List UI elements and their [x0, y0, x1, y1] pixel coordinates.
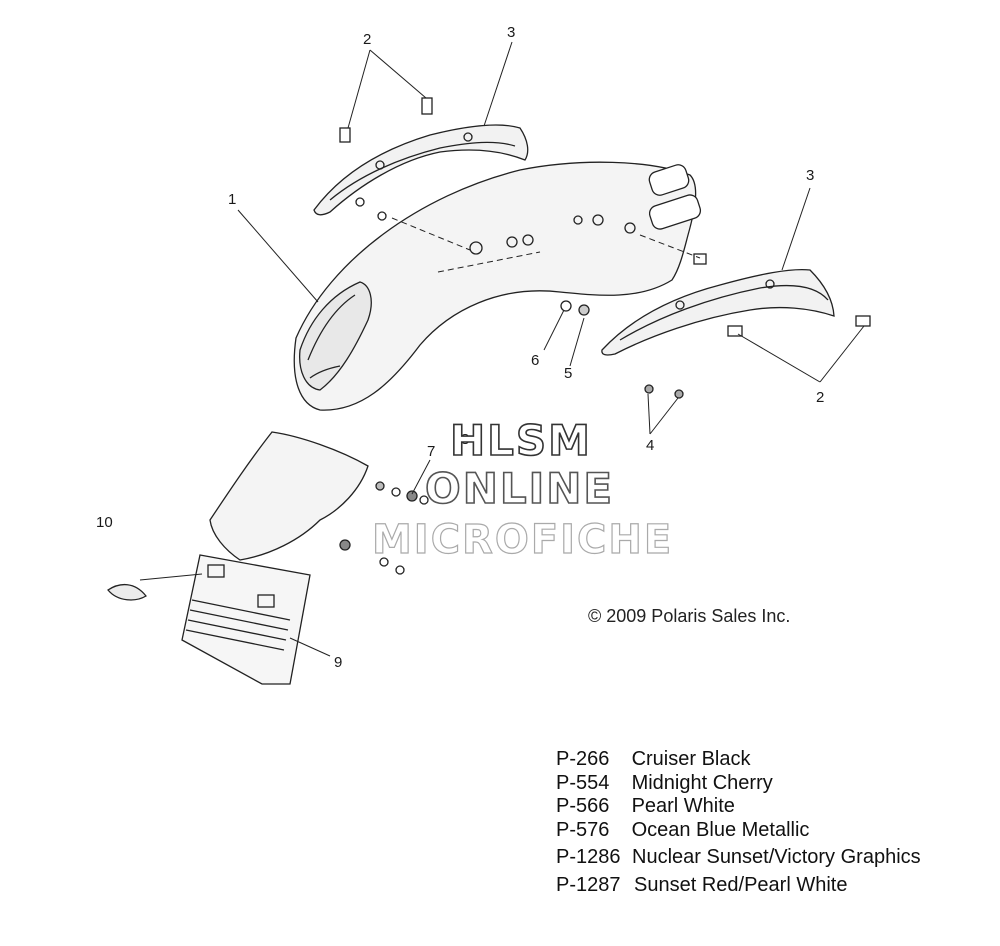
color-code: P-554 — [556, 771, 610, 794]
watermark-line-1: HLSM — [449, 416, 592, 465]
paint-color-list: P-266 Cruiser Black P-554 Midnight Cherr… — [556, 748, 921, 898]
color-item: P-576 Ocean Blue Metallic — [556, 819, 921, 843]
callout-1: 1 — [228, 191, 237, 208]
reflector-lens — [107, 584, 147, 601]
callout-10: 10 — [96, 514, 113, 531]
color-code: P-566 — [556, 795, 610, 818]
watermark-line-3: MICROFICHE — [371, 517, 674, 563]
color-code: P-1286 — [556, 846, 621, 869]
callout-5: 5 — [564, 365, 573, 382]
callout-9: 9 — [334, 654, 343, 671]
color-name: Sunset Red/Pearl White — [634, 873, 848, 896]
upper-fender-rail — [313, 124, 529, 216]
color-name: Midnight Cherry — [631, 771, 773, 794]
color-item: P-554 Midnight Cherry — [556, 772, 921, 796]
color-code: P-576 — [556, 818, 610, 841]
callout-2-right: 2 — [816, 389, 825, 406]
callout-2-top: 2 — [363, 31, 372, 48]
color-code: P-1287 — [556, 873, 621, 896]
color-code: P-266 — [556, 748, 610, 770]
callout-3-right: 3 — [806, 167, 815, 184]
lower-fender-rail — [601, 268, 835, 356]
rear-fender — [293, 161, 702, 411]
bolts — [339, 97, 871, 337]
color-name: Ocean Blue Metallic — [631, 818, 810, 841]
color-name: Pearl White — [631, 795, 735, 818]
color-item: P-266 Cruiser Black — [556, 748, 921, 772]
color-item: P-1286 Nuclear Sunset/Victory Graphics — [556, 846, 921, 870]
license-bracket — [181, 431, 369, 685]
hardware — [339, 197, 684, 575]
watermark-line-2: ONLINE — [424, 464, 615, 513]
color-name: Cruiser Black — [631, 748, 751, 770]
callout-3-top: 3 — [507, 24, 516, 41]
color-name: Nuclear Sunset/Victory Graphics — [632, 846, 921, 869]
copyright-notice: © 2009 Polaris Sales Inc. — [588, 606, 791, 626]
callout-8: 8 — [461, 431, 470, 448]
leader-lines — [139, 41, 865, 657]
callout-4: 4 — [646, 437, 655, 454]
callout-7: 7 — [427, 443, 436, 460]
color-item: P-1287 Sunset Red/Pearl White — [556, 874, 921, 898]
color-item: P-566 Pearl White — [556, 795, 921, 819]
callout-6: 6 — [531, 352, 540, 369]
